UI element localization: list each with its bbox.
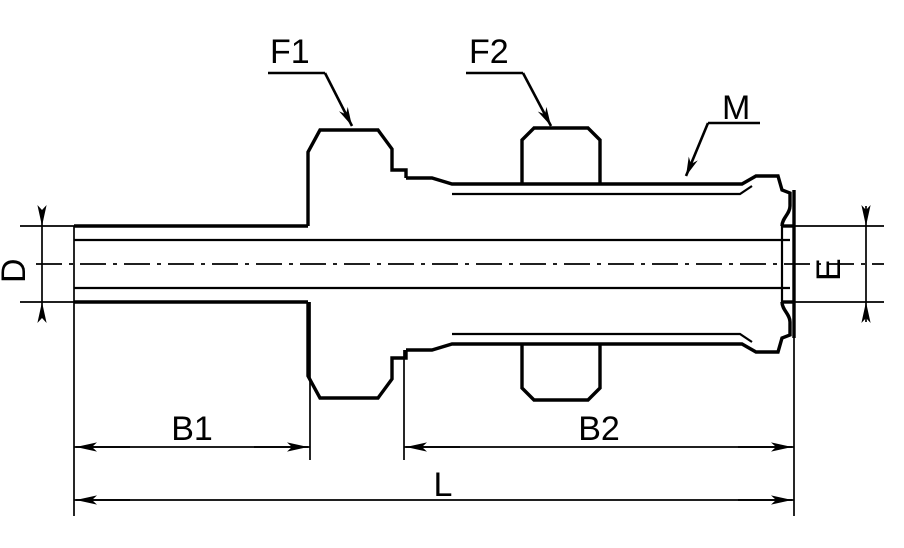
f2-boss-upper: [520, 126, 602, 184]
callout-label-m: M: [722, 89, 750, 127]
flange-inner-line-upper: [452, 185, 753, 196]
callout-label-f1: F1: [270, 33, 310, 71]
dimension-label-e: E: [810, 258, 848, 281]
dimension-label-b1: B1: [171, 410, 213, 448]
dimension-label-d: D: [0, 258, 33, 283]
f2-boss-lower: [520, 344, 602, 402]
callout-label-f2: F2: [469, 33, 509, 71]
dimension-e: [782, 205, 884, 323]
dimension-d: [20, 205, 74, 323]
part-outline-lower: [74, 300, 794, 400]
callout-leader-m: [684, 121, 760, 177]
callout-leader-f2: [466, 71, 553, 127]
witness-lines: [73, 226, 795, 516]
flange-inner-line-lower: [452, 332, 753, 343]
dimension-label-b2: B2: [578, 410, 620, 448]
callout-leader-f1: [268, 71, 354, 127]
dimension-label-l: L: [434, 466, 453, 504]
part-outline-upper: [74, 128, 794, 228]
